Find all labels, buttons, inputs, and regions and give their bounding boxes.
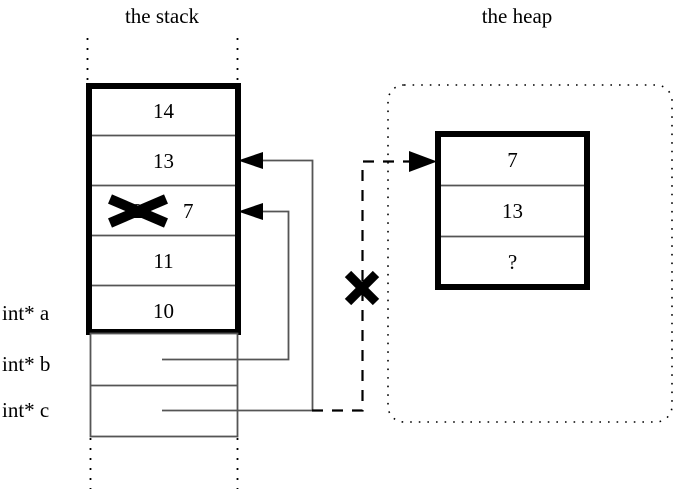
dangling-pointer-arrowhead <box>409 151 437 172</box>
heap-block-box <box>435 131 590 290</box>
stack-cell-value-14: 14 <box>153 99 174 123</box>
heap-cell-value-13: 13 <box>502 199 523 223</box>
pointer-arrowhead-c-to-stack <box>238 152 263 169</box>
stack-cell-value-10: 10 <box>153 299 174 323</box>
heap-cell-value-7: 7 <box>507 148 518 172</box>
pointer-arrowhead-b <box>238 203 263 220</box>
stack-frame-box <box>86 83 241 335</box>
stack-cell-value-7: 7 <box>183 199 194 223</box>
struck-value-x-mark <box>108 194 168 228</box>
variable-label-b: int* b <box>2 352 51 376</box>
stack-title: the stack <box>124 4 200 28</box>
stack-cell-value-11: 11 <box>153 249 174 273</box>
stack-cell-value-13: 13 <box>153 149 174 173</box>
heap-title: the heap <box>481 4 553 28</box>
stack-cell-struck-value-12: 12 <box>122 199 143 223</box>
invalid-pointer-x-mark <box>344 270 380 306</box>
variable-label-a: int* a <box>2 301 50 325</box>
pointer-line-c-to-stack <box>162 159 314 412</box>
dangling-pointer-dashed-line <box>312 160 418 412</box>
pointer-line-b <box>162 210 290 361</box>
heap-cell-value-unknown: ? <box>507 250 518 274</box>
variable-label-c: int* c <box>2 398 50 422</box>
